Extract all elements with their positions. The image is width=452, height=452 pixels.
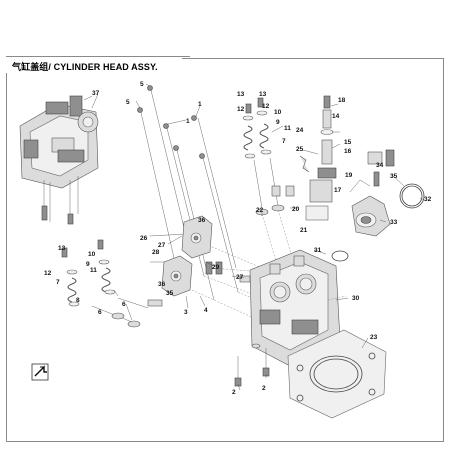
callout-26: 26 [140, 235, 148, 242]
callout-13: 13 [237, 91, 245, 98]
callout-9: 9 [276, 119, 280, 126]
tensioner-and-plug-group [299, 95, 425, 262]
callout-2: 2 [232, 389, 236, 396]
callout-1: 1 [186, 118, 190, 125]
callout-8: 8 [76, 297, 80, 304]
callout-35: 35 [166, 290, 174, 297]
callout-5: 5 [140, 81, 144, 88]
callout-12: 12 [262, 103, 270, 110]
callout-27: 27 [236, 274, 244, 281]
upper-valve-train [242, 97, 295, 269]
callout-10: 10 [274, 109, 282, 116]
callout-13: 13 [58, 245, 66, 252]
callout-12: 12 [44, 270, 52, 277]
callout-12: 12 [237, 106, 245, 113]
callout-21: 21 [300, 227, 308, 234]
callout-11: 11 [90, 267, 97, 274]
callout-14: 14 [332, 113, 340, 120]
head-bolts [137, 85, 281, 311]
callout-5: 5 [126, 99, 130, 106]
callout-9: 9 [86, 261, 90, 268]
callout-labels: 37 5 5 1 1 13 12 13 12 10 9 11 7 18 14 1… [44, 81, 432, 396]
callout-34: 34 [376, 162, 384, 169]
callout-13: 13 [259, 91, 267, 98]
rocker-arm-group [147, 215, 263, 321]
callout-10: 10 [88, 251, 96, 258]
callout-4: 4 [204, 307, 208, 314]
lower-studs [234, 343, 270, 387]
callout-1: 1 [198, 101, 202, 108]
callout-20: 20 [292, 206, 300, 213]
callout-36: 36 [198, 217, 206, 224]
callout-3: 3 [184, 309, 188, 316]
callout-23: 23 [370, 334, 378, 341]
callout-24: 24 [296, 127, 304, 134]
callout-31: 31 [314, 247, 322, 254]
callout-18: 18 [338, 97, 346, 104]
callout-7: 7 [282, 138, 286, 145]
callout-2: 2 [262, 385, 266, 392]
callout-16: 16 [344, 148, 352, 155]
diagram-frame [6, 58, 444, 442]
callout-leader-lines [91, 83, 425, 391]
lower-left-valve-train [61, 239, 149, 328]
callout-27: 27 [158, 242, 166, 249]
callout-11: 11 [284, 125, 291, 132]
head-gasket [287, 329, 387, 419]
callout-15: 15 [344, 139, 352, 146]
callout-37: 37 [92, 90, 100, 97]
callout-6: 6 [98, 309, 102, 316]
callout-17: 17 [334, 187, 342, 194]
callout-36: 36 [158, 281, 166, 288]
front-direction-arrow-icon [31, 363, 49, 381]
title-tab [6, 56, 190, 73]
callout-29: 29 [212, 264, 220, 271]
callout-35: 35 [390, 173, 398, 180]
callout-22: 22 [256, 207, 264, 214]
callout-33: 33 [390, 219, 398, 226]
callout-19: 19 [345, 172, 353, 179]
cylinder-head-main [249, 249, 347, 367]
callout-25: 25 [296, 146, 304, 153]
callout-6: 6 [122, 301, 126, 308]
diagram-title: 气缸盖组/ CYLINDER HEAD ASSY. [12, 62, 158, 72]
callout-7: 7 [56, 279, 60, 286]
assembled-cylinder-head-view [19, 95, 99, 225]
callout-30: 30 [352, 295, 360, 302]
callout-28: 28 [152, 249, 160, 256]
callout-32: 32 [424, 196, 432, 203]
